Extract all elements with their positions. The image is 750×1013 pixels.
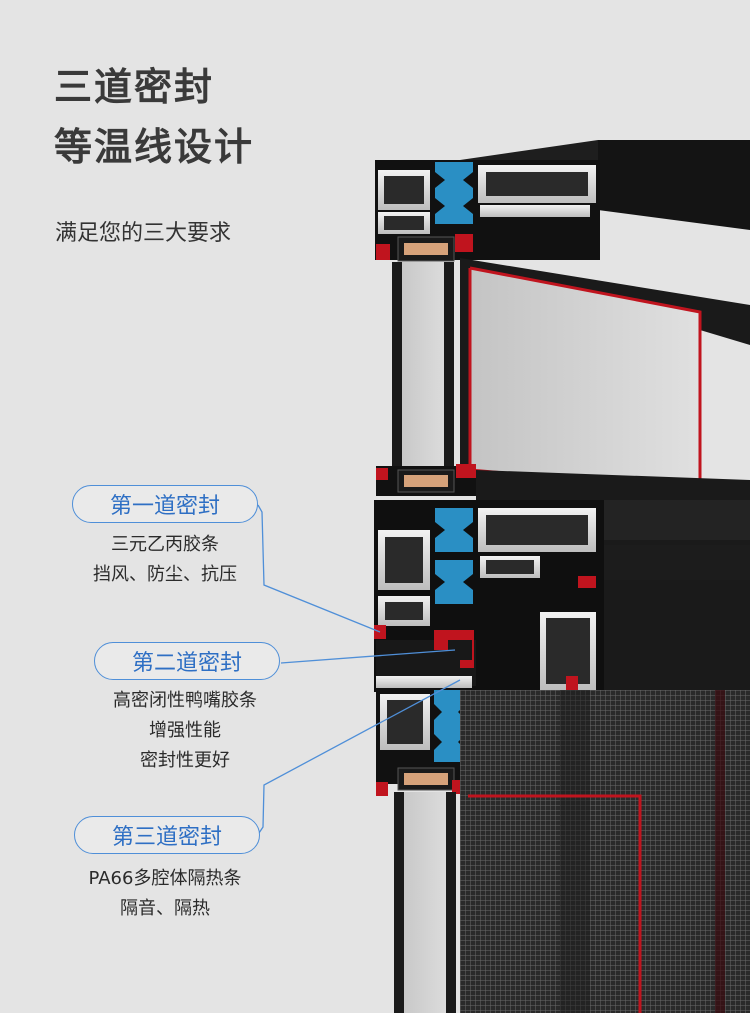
callout-line-3: [258, 679, 461, 834]
seal-2-description: 高密闭性鸭嘴胶条 增强性能 密封性更好: [70, 686, 300, 776]
callout-lines: [257, 504, 461, 834]
lower-glass-pane: [394, 792, 456, 1013]
seal-3-desc-line-1: PA66多腔体隔热条: [88, 868, 242, 889]
seal-2-desc-line-1: 高密闭性鸭嘴胶条: [113, 690, 257, 711]
back-frame: [460, 258, 750, 500]
page-title-line-1: 三道密封: [54, 65, 215, 109]
seal-3-description: PA66多腔体隔热条 隔音、隔热: [50, 864, 280, 924]
seal-2-desc-line-3: 密封性更好: [140, 750, 230, 771]
seal-2-label: 第二道密封: [94, 642, 280, 680]
middle-transom: [374, 464, 750, 692]
seal-2-desc-line-2: 增强性能: [149, 720, 221, 741]
seal-1-label: 第一道密封: [72, 485, 258, 523]
page-title-line-2: 等温线设计: [54, 125, 255, 169]
callout-line-2: [280, 649, 456, 664]
page-subtitle: 满足您的三大要求: [55, 221, 232, 246]
callout-line-1: [257, 504, 381, 633]
insect-mesh: [460, 690, 750, 1013]
seal-1-desc-line-1: 三元乙丙胶条: [111, 534, 219, 555]
seal-3-desc-line-2: 隔音、隔热: [120, 898, 210, 919]
upper-glass-pane: [392, 262, 454, 468]
seal-3-label: 第三道密封: [74, 816, 260, 854]
seal-1-description: 三元乙丙胶条 挡风、防尘、抗压: [60, 530, 270, 590]
lower-sash: [376, 688, 470, 796]
upper-frame: [375, 140, 750, 262]
seal-1-desc-line-2: 挡风、防尘、抗压: [93, 564, 237, 585]
